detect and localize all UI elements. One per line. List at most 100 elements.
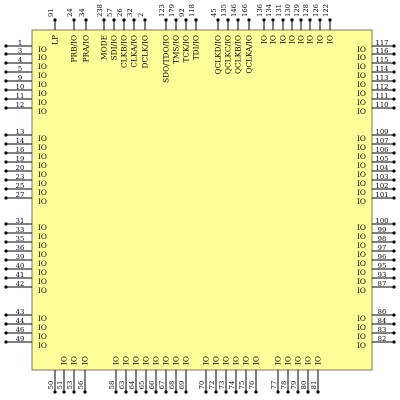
left-pin-group: 1IO3IO4IO5IO9IO10IO11IO12IO13IO14IO16IO1… [4,39,47,350]
bottom-pin-signal: IO [60,356,69,365]
bottom-pin-number: 50 [47,381,55,390]
right-pin-signal: IO [357,89,366,98]
top-pin-number: 238 [96,4,104,17]
bottom-pin-dot [316,390,320,394]
right-pin-signal: IO [357,134,366,143]
left-pin-signal: IO [38,71,47,80]
right-pin-dot [392,178,396,182]
right-pin-dot [392,97,396,101]
right-pin-dot [392,267,396,271]
top-pin-number: 24 [66,8,74,17]
right-pin-number: 103 [376,173,389,181]
top-pin-signal: QCLKD/IO [214,35,223,75]
left-pin-number: 14 [16,137,25,145]
top-pin-signal: IO [269,35,278,44]
right-pin-dot [392,142,396,146]
left-pin-signal: IO [38,98,47,107]
left-pin-number: 33 [16,226,25,234]
top-pin-dot [318,18,322,22]
top-pin-dot [328,18,332,22]
bottom-pin-dot [276,390,280,394]
right-pin-signal: IO [357,80,366,89]
top-pin-number: 57 [106,8,114,17]
top-pin-dot [262,18,266,22]
bottom-pin-signal: IO [284,356,293,365]
left-pin-number: 4 [18,56,22,64]
right-pin-signal: IO [357,71,366,80]
right-pin-signal: IO [357,143,366,152]
right-pin-number: 102 [376,182,389,190]
left-pin-signal: IO [38,223,47,232]
top-pin-dot [236,18,240,22]
left-pin-dot [4,142,8,146]
bottom-pin-signal: IO [172,356,181,365]
bottom-pin-number: 56 [77,381,85,390]
left-pin-number: 35 [16,235,25,243]
bottom-pin-dot [83,390,87,394]
right-pin-dot [392,151,396,155]
left-pin-dot [4,106,8,110]
bottom-pin-dot [154,390,158,394]
left-pin-signal: IO [38,89,47,98]
bottom-pin-signal: IO [314,356,323,365]
left-pin-signal: IO [38,332,47,341]
bottom-pin-signal: IO [222,356,231,365]
right-pin-signal: IO [357,332,366,341]
right-pin-number: 93 [378,271,387,279]
top-pin-number: 146 [230,4,238,17]
top-pin-dot [72,18,76,22]
right-pin-number: 105 [376,155,389,163]
top-pin-dot [132,18,136,22]
bottom-pin-dot [53,390,57,394]
top-pin-dot [194,18,198,22]
top-pin-dot [184,18,188,22]
top-pin-number: 32 [126,8,134,17]
top-pin-number: 2 [137,13,145,17]
top-pin-signal: QCLKB/IO [234,35,243,74]
bottom-pin-dot [214,390,218,394]
right-pin-dot [392,187,396,191]
top-pin-number: 179 [168,4,176,17]
top-pin-number: 135 [220,4,228,17]
top-pin-dot [164,18,168,22]
right-pin-dot [392,313,396,317]
left-pin-dot [4,222,8,226]
bottom-pin-number: 70 [198,381,206,390]
top-pin-number: 136 [256,4,264,17]
left-pin-number: 31 [16,217,25,225]
left-pin-signal: IO [38,188,47,197]
left-pin-number: 1 [18,39,22,47]
top-pin-number: 128 [302,4,310,17]
left-pin-number: 19 [16,155,25,163]
bottom-pin-dot [124,390,128,394]
right-pin-number: 96 [378,253,387,261]
left-pin-signal: IO [38,45,47,54]
left-pin-dot [4,169,8,173]
right-pin-number: 116 [376,47,389,55]
right-pin-signal: IO [357,232,366,241]
bottom-pin-dot [204,390,208,394]
left-pin-number: 20 [16,164,25,172]
right-pin-number: 99 [378,226,387,234]
left-pin-dot [4,258,8,262]
bottom-pin-dot [134,390,138,394]
left-pin-signal: IO [38,179,47,188]
bottom-pin-dot [114,390,118,394]
top-pin-dot [308,18,312,22]
right-pin-dot [392,106,396,110]
bottom-pin-number: 80 [300,381,308,390]
top-pin-dot [216,18,220,22]
chip-body [31,29,373,371]
bottom-pin-number: 79 [290,381,298,390]
left-pin-number: 10 [16,83,25,91]
right-pin-number: 106 [376,146,389,154]
left-pin-dot [4,322,8,326]
bottom-pin-signal: IO [122,356,131,365]
left-pin-number: 23 [16,173,25,181]
bottom-pin-number: 65 [138,381,146,390]
left-pin-signal: IO [38,241,47,250]
right-pin-dot [392,79,396,83]
left-pin-dot [4,160,8,164]
